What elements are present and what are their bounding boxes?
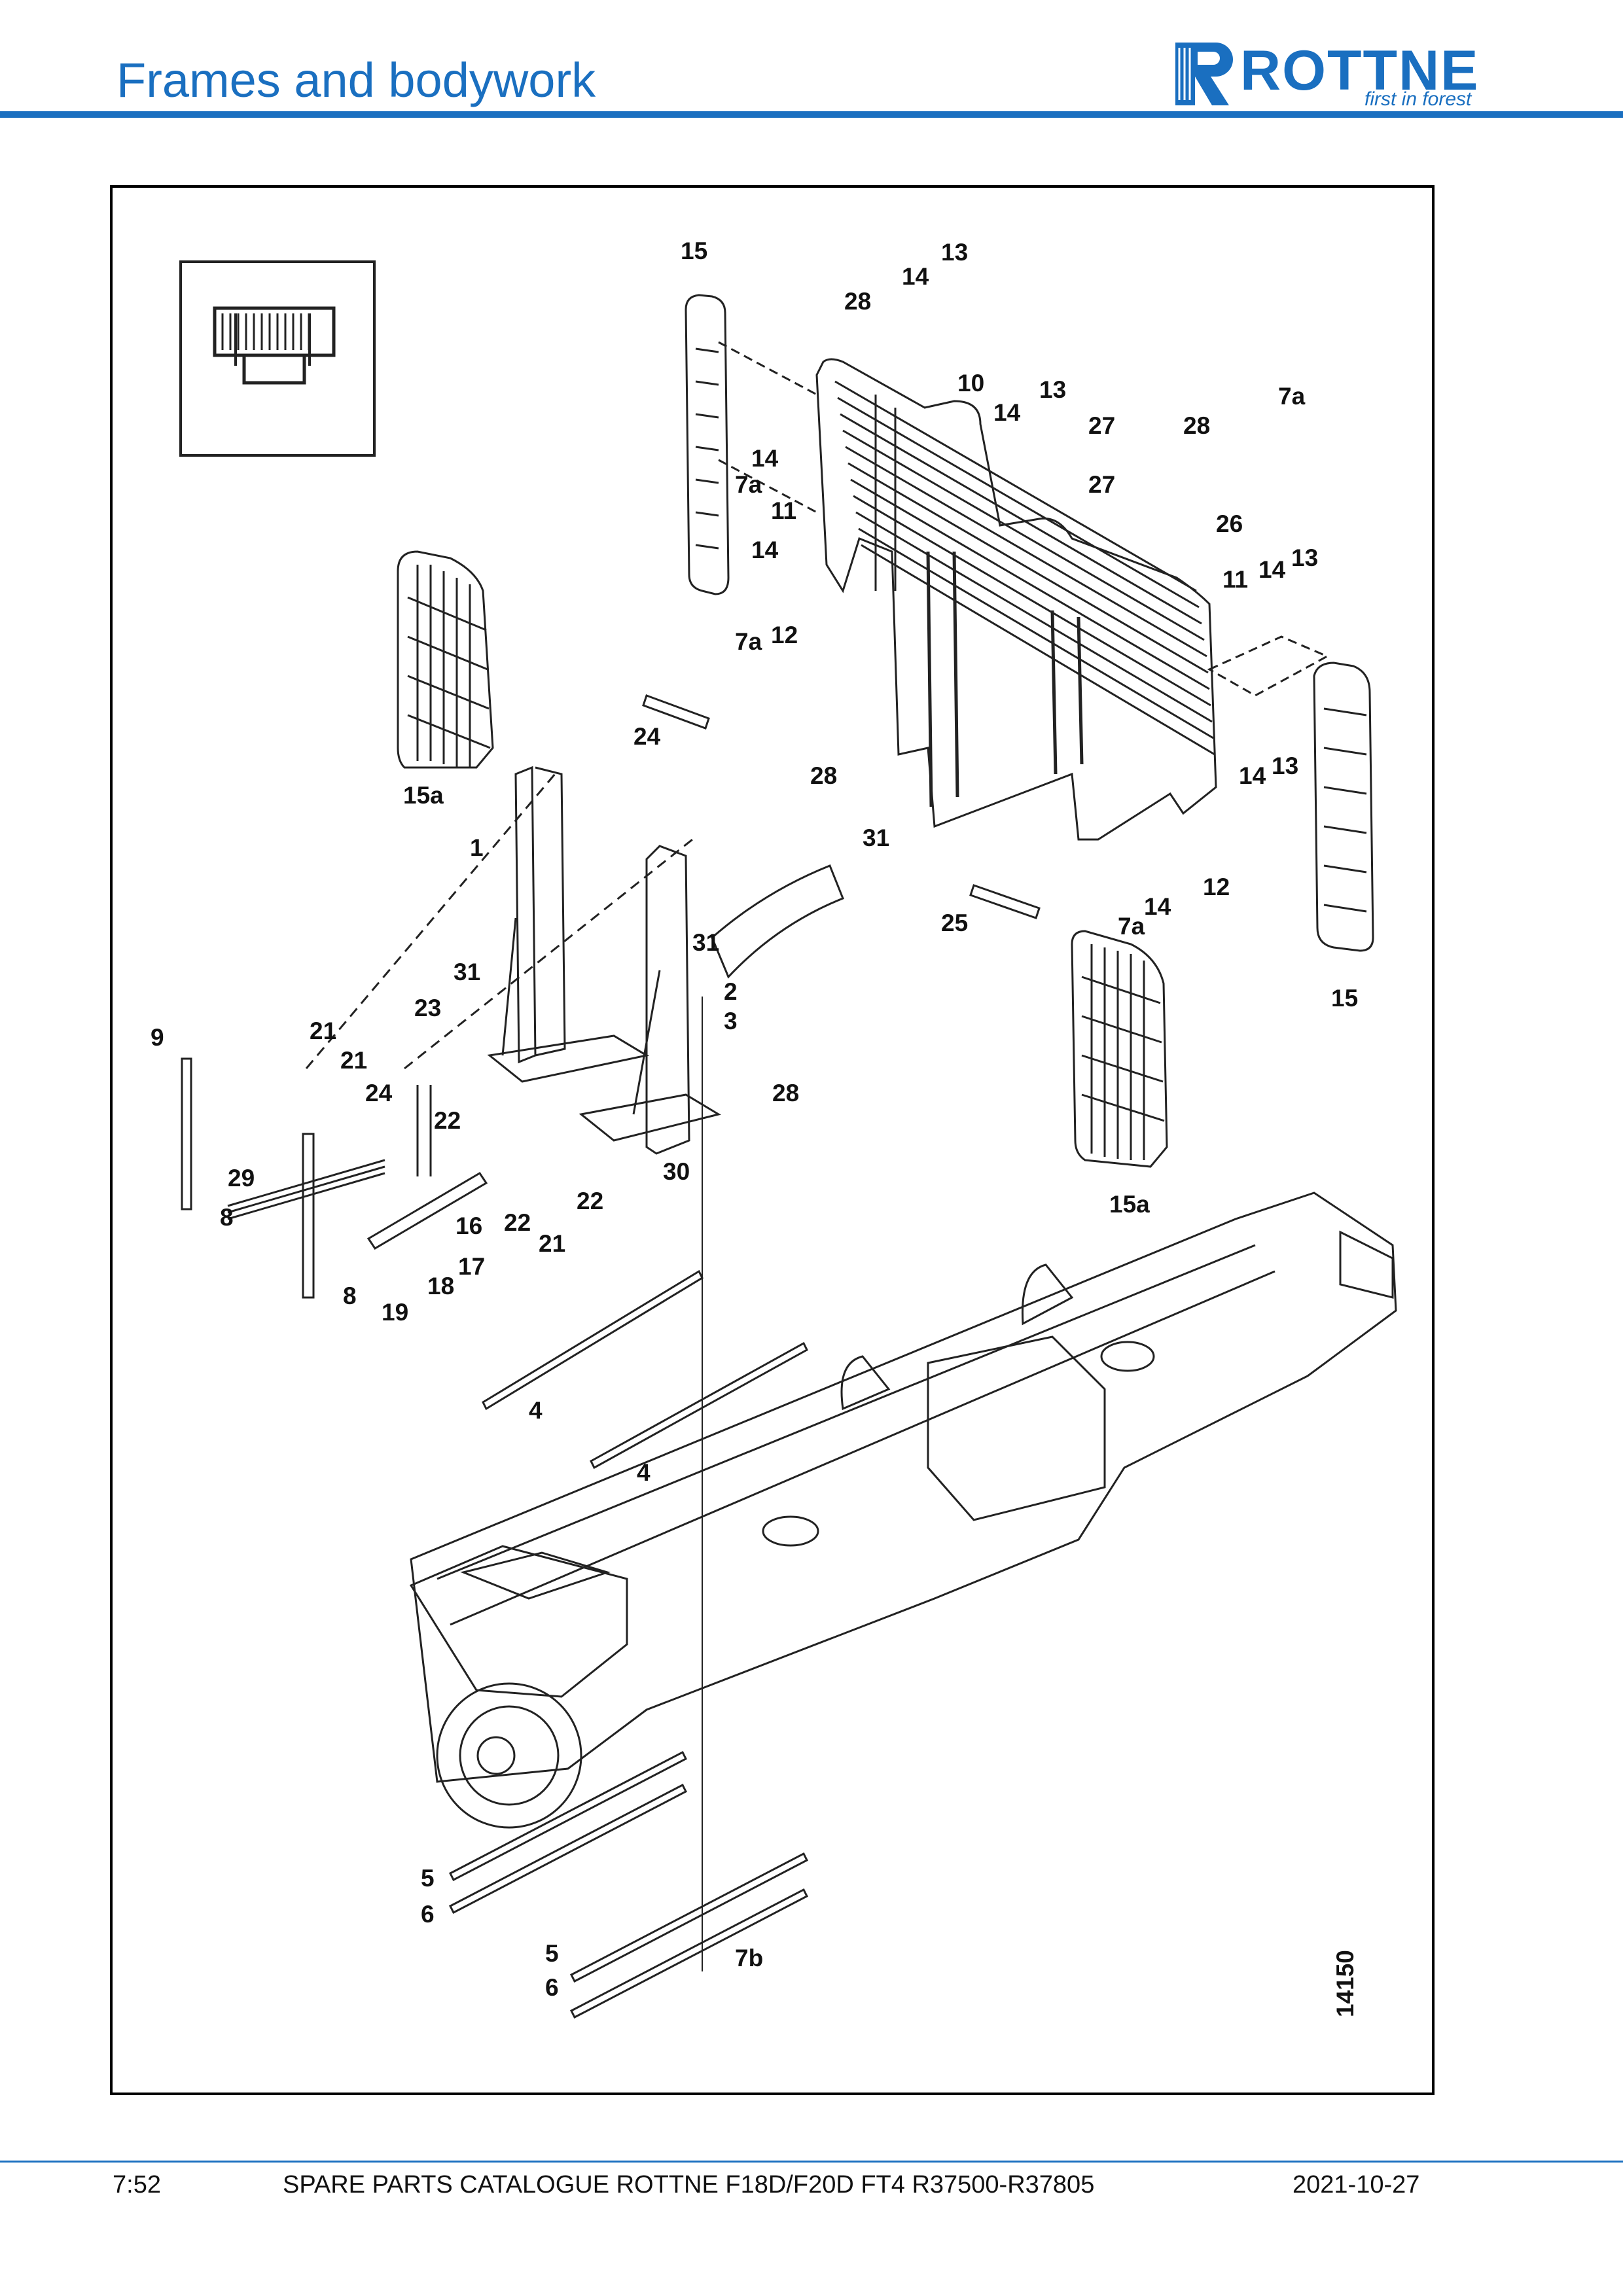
callout-31: 31: [863, 824, 889, 851]
callout-27: 28: [1183, 412, 1210, 439]
drawing-frame: [110, 185, 1435, 2095]
callout-27: 27: [1088, 412, 1115, 439]
rottne-r-emblem-icon: [1175, 43, 1233, 105]
callout-25: 26: [1216, 510, 1243, 537]
callout-20: 21: [539, 1230, 565, 1257]
turntable-joint: [409, 1545, 628, 1829]
side-gate-15-left: [685, 294, 817, 595]
callout-7a: 7a: [735, 471, 762, 498]
callout-14: 14: [1144, 893, 1171, 920]
callout-21: 21: [310, 1017, 336, 1044]
callout-14: 14: [1258, 556, 1286, 583]
brand-name: ROTTNE: [1240, 39, 1480, 102]
callout-14: 14: [751, 445, 779, 472]
wear-strips-4: [482, 1269, 808, 1470]
callout-13: 13: [1039, 376, 1066, 403]
callout-21: 22: [504, 1209, 531, 1236]
side-gate-15-right: [1207, 635, 1374, 952]
callout-4: 4: [529, 1397, 543, 1424]
callout-14: 14: [902, 263, 929, 290]
callout-1: 1: [470, 834, 484, 861]
side-gate-15a-left: [397, 550, 494, 769]
callout-13: 13: [941, 239, 968, 266]
callout-7a: 7a: [735, 628, 762, 655]
callout-26: 27: [1088, 471, 1115, 498]
callout-18: 18: [427, 1273, 454, 1299]
callout-16: 16: [455, 1212, 482, 1239]
callout-28: 28: [844, 288, 871, 315]
callout-31: 31: [454, 959, 480, 985]
callout-30: 31: [692, 929, 719, 956]
callout-28: 29: [228, 1165, 255, 1192]
callout-28: 28: [772, 1080, 799, 1106]
rottne-logo: ROTTNE first in forest: [1171, 36, 1512, 111]
rear-gate-upper: [815, 358, 1217, 841]
shield-plate-30: [711, 864, 844, 979]
callout-19: 19: [382, 1299, 408, 1326]
callout-4: 4: [637, 1459, 651, 1486]
callout-5: 5: [545, 1940, 559, 1967]
catalogue-title: SPARE PARTS CATALOGUE ROTTNE F18D/F20D F…: [283, 2171, 1095, 2199]
callout-23: 24: [365, 1080, 393, 1106]
location-inset: [179, 260, 376, 457]
side-gate-15a-right: [1071, 930, 1168, 1168]
bracket-plates: [181, 1057, 385, 1299]
callout-6: 6: [421, 1901, 435, 1928]
callout-12: 12: [771, 622, 798, 648]
callout-2: 2: [724, 978, 738, 1005]
publication-date: 2021-10-27: [1293, 2171, 1420, 2199]
header-divider: [0, 111, 1623, 118]
page-number: 7:52: [113, 2171, 161, 2199]
exploded-parts-drawing: 15 13 14 28 10 13 14 27 28 7a 14 7a 27 1…: [151, 238, 1397, 2019]
callout-5: 5: [421, 1865, 435, 1892]
cylinders: [366, 694, 1041, 1250]
callout-13: 13: [1291, 544, 1318, 571]
callout-7a: 7a: [1118, 913, 1145, 940]
callout-11: 11: [771, 497, 796, 524]
callout-labels: 15 13 14 28 10 13 14 27 28 7a 14 7a 27 1…: [151, 238, 1359, 2017]
callout-14: 14: [993, 399, 1021, 426]
callout-9: 9: [151, 1024, 164, 1051]
callout-20: 21: [340, 1047, 367, 1074]
callout-7b: 7b: [735, 1945, 763, 1971]
callout-17: 17: [458, 1253, 485, 1280]
callout-3: 3: [724, 1008, 738, 1034]
footer-divider: [0, 2161, 1623, 2163]
callout-22: 23: [414, 995, 441, 1021]
page-title: Frames and bodywork: [116, 53, 596, 107]
chassis-frame: [410, 1192, 1397, 1783]
callout-11: 11: [1222, 566, 1248, 593]
callout-28: 28: [810, 762, 837, 789]
callout-24: 25: [941, 910, 968, 936]
callout-15: 15: [681, 238, 707, 264]
front-posts: [305, 766, 721, 1155]
callout-24: 24: [633, 723, 661, 750]
callout-15a: 15a: [403, 782, 444, 809]
callout-22: 22: [577, 1188, 603, 1214]
callout-21: 22: [434, 1107, 461, 1134]
drawing-number: 14150: [1332, 1950, 1359, 2017]
callout-29: 30: [663, 1158, 690, 1185]
callout-12: 12: [1203, 874, 1230, 900]
callout-13: 13: [1272, 752, 1298, 779]
wear-strips-5-6: [448, 1750, 809, 2019]
callout-14: 14: [1239, 762, 1266, 789]
callout-7a: 7a: [1278, 383, 1306, 410]
brand-tagline: first in forest: [1364, 88, 1472, 110]
callout-10: 10: [957, 370, 984, 397]
callout-6: 6: [545, 1974, 559, 2001]
callout-15: 15: [1331, 985, 1358, 1012]
callout-8: 8: [220, 1204, 234, 1231]
callout-15a: 15a: [1109, 1191, 1150, 1218]
callout-14: 14: [751, 537, 779, 563]
callout-8: 8: [343, 1282, 357, 1309]
